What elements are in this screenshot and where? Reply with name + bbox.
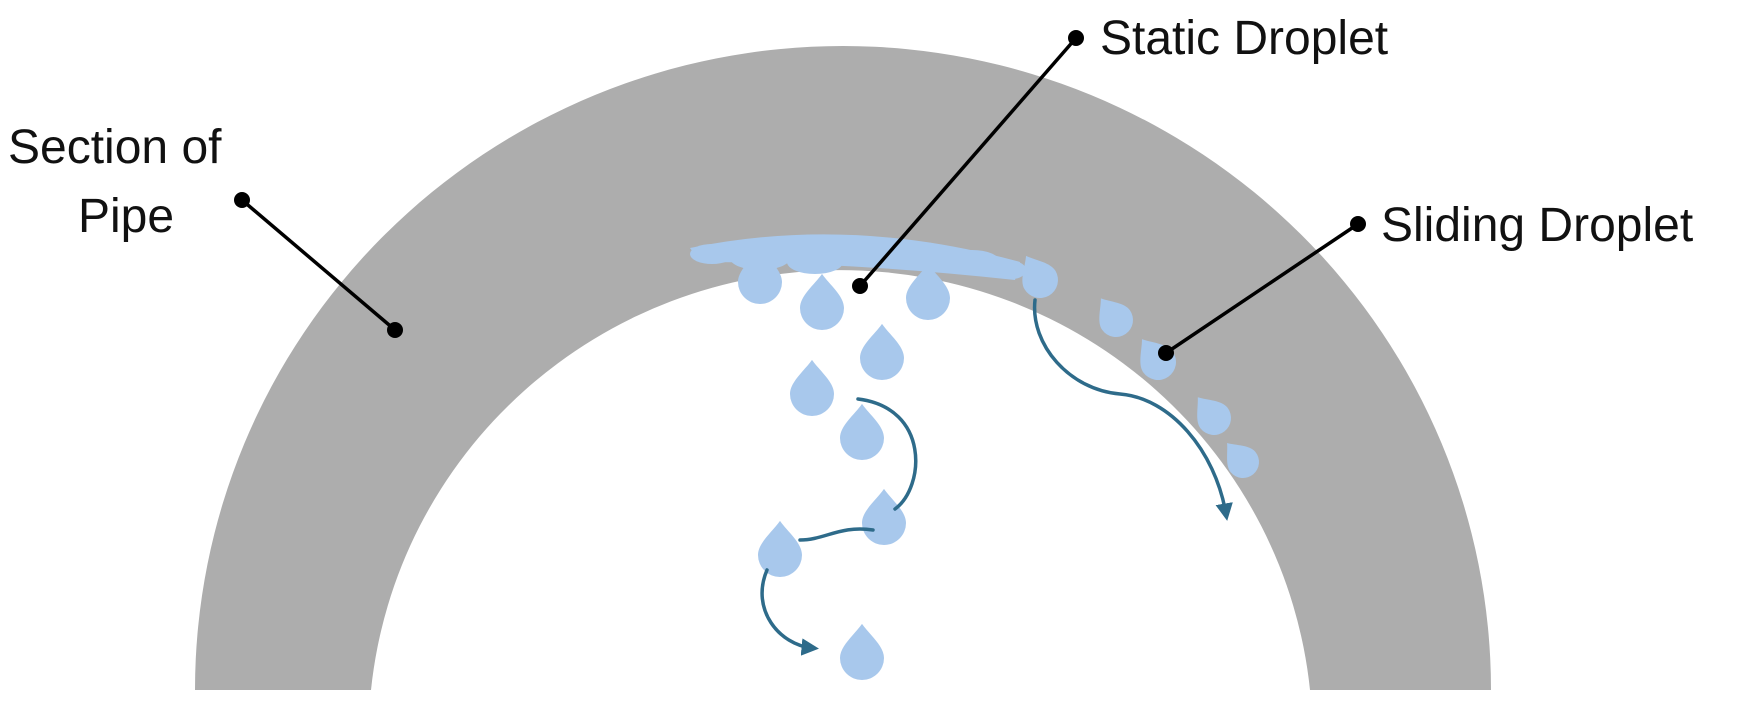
- leader-dot: [234, 192, 250, 208]
- falling-drop-wiggle: [798, 527, 875, 542]
- falling-drop-exit-arrow: [760, 568, 819, 656]
- label-section-of-pipe-line1: Section of: [8, 121, 222, 174]
- droplet-icon: [860, 323, 904, 380]
- leader-dot: [1158, 345, 1174, 361]
- leader-sliding-droplet: [1165, 222, 1359, 355]
- label-sliding-droplet: Sliding Droplet: [1381, 199, 1693, 252]
- droplet-icon: [840, 403, 884, 460]
- flow-paths: [760, 298, 1233, 656]
- leader-dot: [1350, 216, 1366, 232]
- leader-dot: [852, 278, 868, 294]
- droplet-icon: [1227, 443, 1259, 478]
- leader-dot: [1068, 30, 1084, 46]
- leader-dot: [387, 322, 403, 338]
- droplet-icon: [800, 273, 844, 330]
- droplets-group: [738, 247, 1259, 680]
- leader-section-of-pipe: [240, 198, 397, 332]
- label-section-of-pipe-line2: Pipe: [78, 190, 174, 243]
- leader-static-droplet: [858, 36, 1078, 288]
- droplet-icon: [758, 520, 802, 577]
- droplet-icon: [840, 623, 884, 680]
- droplet-icon: [1022, 255, 1058, 298]
- droplet-icon: [790, 359, 834, 416]
- falling-drop-trajectory: [856, 397, 918, 511]
- droplet-icon: [862, 488, 906, 545]
- sliding-drop-trajectory: [1032, 298, 1233, 521]
- condensate-film: [690, 234, 1026, 280]
- droplet-icon: [906, 263, 950, 320]
- droplet-icon: [1099, 298, 1133, 337]
- droplet-icon: [1197, 397, 1231, 435]
- droplet-icon: [738, 247, 782, 304]
- label-static-droplet: Static Droplet: [1100, 12, 1388, 65]
- pipe-section: [195, 46, 1491, 690]
- leader-lines: [234, 30, 1366, 361]
